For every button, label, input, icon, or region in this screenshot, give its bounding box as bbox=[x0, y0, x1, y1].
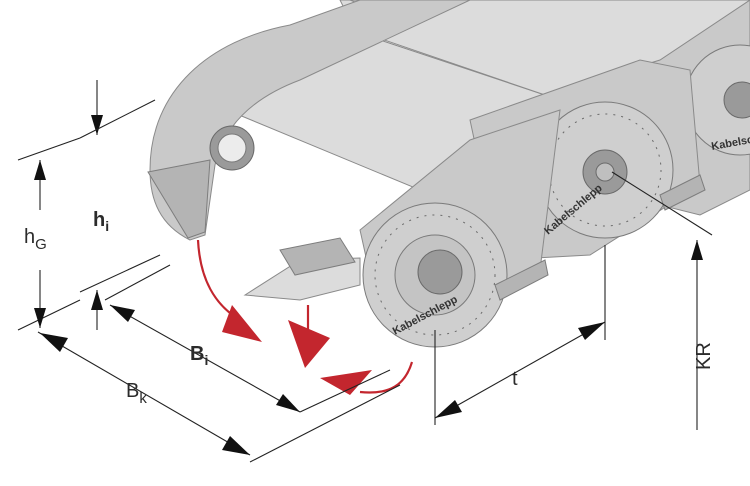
label-t: t bbox=[512, 368, 518, 390]
chain-crossbar bbox=[243, 237, 361, 301]
label-hi: hi bbox=[93, 209, 109, 234]
dimension-t bbox=[434, 245, 606, 425]
dimension-hG bbox=[17, 137, 81, 331]
label-Bi: Bi bbox=[190, 343, 208, 368]
label-KR: KR bbox=[693, 342, 715, 370]
red-arrow-3 bbox=[320, 370, 372, 395]
dimension-hi bbox=[79, 80, 161, 330]
red-motion-arrows bbox=[196, 239, 414, 395]
red-arrow-2 bbox=[288, 320, 330, 368]
dimension-Bk bbox=[37, 331, 401, 463]
dimension-KR bbox=[611, 171, 713, 430]
chain-side-plate-left bbox=[147, 0, 471, 241]
chain-link-front bbox=[359, 109, 561, 348]
dimension-Bi bbox=[104, 264, 391, 413]
red-arrow-1 bbox=[222, 305, 262, 342]
label-hG: hG bbox=[24, 226, 47, 253]
label-Bk: Bk bbox=[126, 380, 147, 407]
